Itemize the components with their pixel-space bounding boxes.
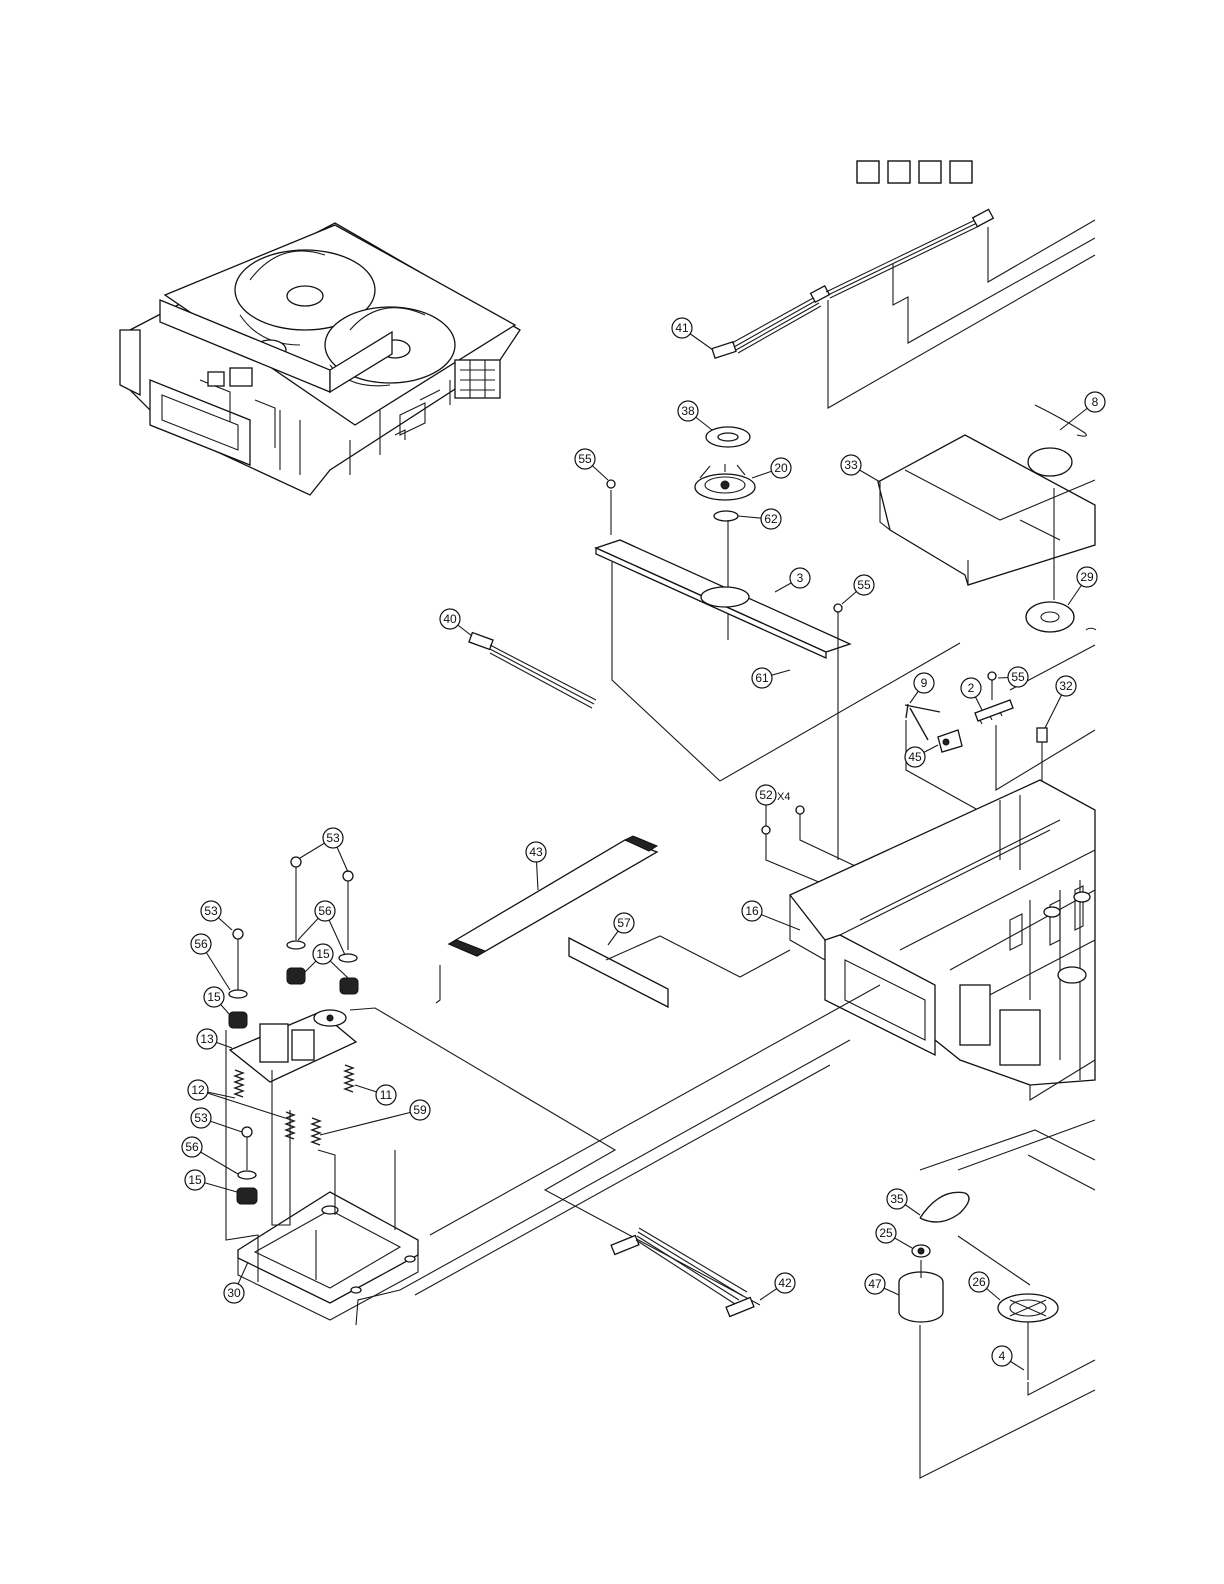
callout-number: 62: [764, 512, 778, 526]
callout-53: 53: [201, 901, 232, 930]
callout-35: 35: [887, 1189, 920, 1215]
flat-cable-43: [436, 836, 790, 1007]
callout-45: 45: [905, 745, 938, 767]
callout-number: 56: [185, 1140, 199, 1154]
callout-number: 3: [797, 571, 804, 585]
callout-number: 43: [529, 845, 543, 859]
header-box: [888, 161, 910, 183]
header-box-row: [857, 161, 972, 183]
motor-drive-assembly: [899, 1120, 1095, 1478]
wire-harness-41: [712, 209, 1095, 408]
cable-40: [469, 633, 596, 708]
callout-number: 30: [227, 1286, 241, 1300]
callout-26: 26: [969, 1272, 1000, 1300]
callout-number: 2: [968, 681, 975, 695]
callout-number: 32: [1059, 679, 1073, 693]
callout-61: 61: [752, 668, 790, 688]
callout-number: 56: [194, 937, 208, 951]
callout-55: 55: [998, 667, 1028, 687]
callout-62: 62: [738, 509, 781, 529]
callout-43: 43: [526, 842, 546, 890]
assembled-mechanism-illustration: [120, 223, 520, 495]
callout-53: 53: [300, 828, 348, 872]
callout-57: 57: [608, 913, 634, 945]
callout-56: 56: [182, 1137, 238, 1174]
callout-number: 59: [413, 1103, 427, 1117]
callout-number: 55: [578, 452, 592, 466]
callout-13: 13: [197, 1029, 232, 1049]
quantity-note: X4: [777, 791, 790, 803]
callout-number: 9: [921, 676, 928, 690]
callout-number: 55: [1011, 670, 1025, 684]
header-box: [857, 161, 879, 183]
callout-55: 55: [575, 449, 608, 480]
callout-number: 26: [972, 1275, 986, 1289]
callout-15: 15: [204, 987, 230, 1015]
callout-29: 29: [1068, 567, 1097, 605]
callout-number: 15: [207, 990, 221, 1004]
callout-30: 30: [224, 1262, 248, 1303]
callout-number: 35: [890, 1192, 904, 1206]
callout-38: 38: [678, 401, 712, 430]
callout-number: 25: [879, 1226, 893, 1240]
callout-2: 2: [961, 678, 982, 710]
callout-number: 40: [443, 612, 457, 626]
callout-number: 42: [778, 1276, 792, 1290]
callout-number: 52: [759, 788, 773, 802]
callout-number: 61: [755, 671, 769, 685]
callout-8: 8: [1060, 392, 1105, 430]
callout-number: 53: [326, 831, 340, 845]
callout-47: 47: [865, 1274, 899, 1295]
callout-4: 4: [992, 1346, 1024, 1370]
callout-number: 53: [194, 1111, 208, 1125]
callout-number: 45: [908, 750, 922, 764]
callout-3: 3: [775, 568, 810, 592]
callout-number: 41: [675, 321, 689, 335]
pickup-assembly: [226, 857, 880, 1325]
callout-59: 59: [320, 1100, 430, 1135]
callout-number: 4: [999, 1349, 1006, 1363]
callout-33: 33: [841, 455, 880, 482]
callout-leader: [320, 1110, 420, 1135]
callout-number: 12: [191, 1083, 205, 1097]
callout-number: 33: [844, 458, 858, 472]
callout-16: 16: [742, 901, 800, 930]
callout-52: 52: [756, 785, 776, 826]
callout-number: 53: [204, 904, 218, 918]
callout-56: 56: [191, 934, 230, 990]
callout-number: 16: [745, 904, 759, 918]
callout-53: 53: [191, 1108, 242, 1132]
callout-number: 15: [188, 1173, 202, 1187]
callout-number: 20: [774, 461, 788, 475]
callout-number: 38: [681, 404, 695, 418]
callout-32: 32: [1045, 676, 1076, 728]
callout-number: 15: [316, 947, 330, 961]
main-chassis-16: [790, 780, 1095, 1100]
header-box: [950, 161, 972, 183]
callout-55: 55: [842, 575, 874, 604]
callout-number: 13: [200, 1032, 214, 1046]
callout-9: 9: [910, 673, 934, 703]
callout-number: 47: [868, 1277, 882, 1291]
callout-20: 20: [752, 458, 791, 478]
callout-11: 11: [355, 1085, 396, 1105]
callout-number: 56: [318, 904, 332, 918]
callout-number: 57: [617, 916, 631, 930]
loader-frame-33: [878, 405, 1096, 632]
cable-42: [611, 1228, 754, 1317]
callout-40: 40: [440, 609, 472, 636]
callout-number: 29: [1080, 570, 1094, 584]
callout-42: 42: [760, 1273, 795, 1300]
callout-number: 55: [857, 578, 871, 592]
callout-25: 25: [876, 1223, 912, 1248]
callout-41: 41: [672, 318, 713, 350]
callout-number: 11: [380, 1088, 393, 1102]
callout-number: 8: [1092, 395, 1099, 409]
callout-15: 15: [185, 1170, 237, 1192]
header-box: [919, 161, 941, 183]
